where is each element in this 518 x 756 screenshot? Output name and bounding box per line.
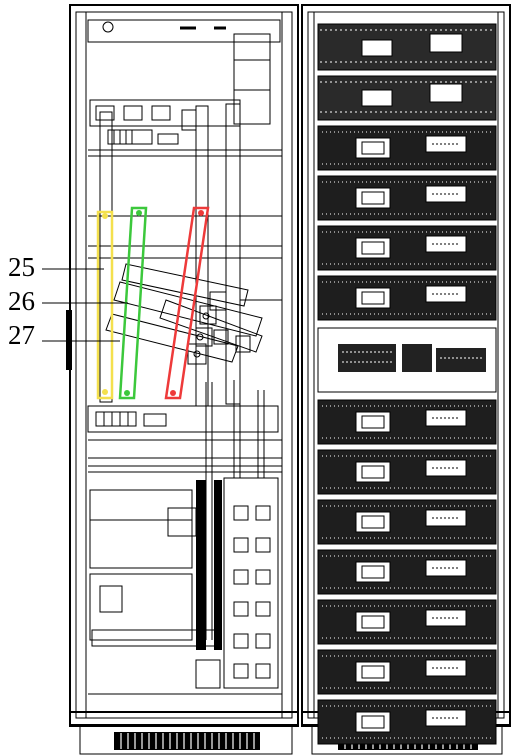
- left-dark-strips: [196, 480, 222, 650]
- power-module: [317, 699, 497, 745]
- left-vent-grille: [114, 732, 260, 750]
- callout-27: 27: [8, 320, 35, 350]
- left-vent-slots: [120, 733, 255, 749]
- top-module-1: [317, 23, 497, 71]
- busbar-25: [96, 210, 114, 400]
- callout-25: 25: [8, 252, 35, 282]
- power-module: [317, 399, 497, 445]
- power-module: [317, 125, 497, 171]
- power-module: [317, 449, 497, 495]
- power-module: [317, 549, 497, 595]
- power-module: [317, 599, 497, 645]
- power-module: [317, 275, 497, 321]
- top-module-2: [317, 75, 497, 121]
- control-panel: [317, 327, 497, 393]
- left-cabinet: [69, 4, 299, 755]
- busbar-27: [164, 206, 210, 400]
- power-modules: [317, 125, 497, 745]
- power-module: [317, 225, 497, 271]
- busbar-26: [118, 206, 148, 400]
- power-module: [317, 649, 497, 695]
- left-side-handle: [66, 310, 72, 370]
- power-module: [317, 175, 497, 221]
- callout-26: 26: [8, 286, 35, 316]
- leader-lines: [42, 268, 128, 342]
- power-module: [317, 499, 497, 545]
